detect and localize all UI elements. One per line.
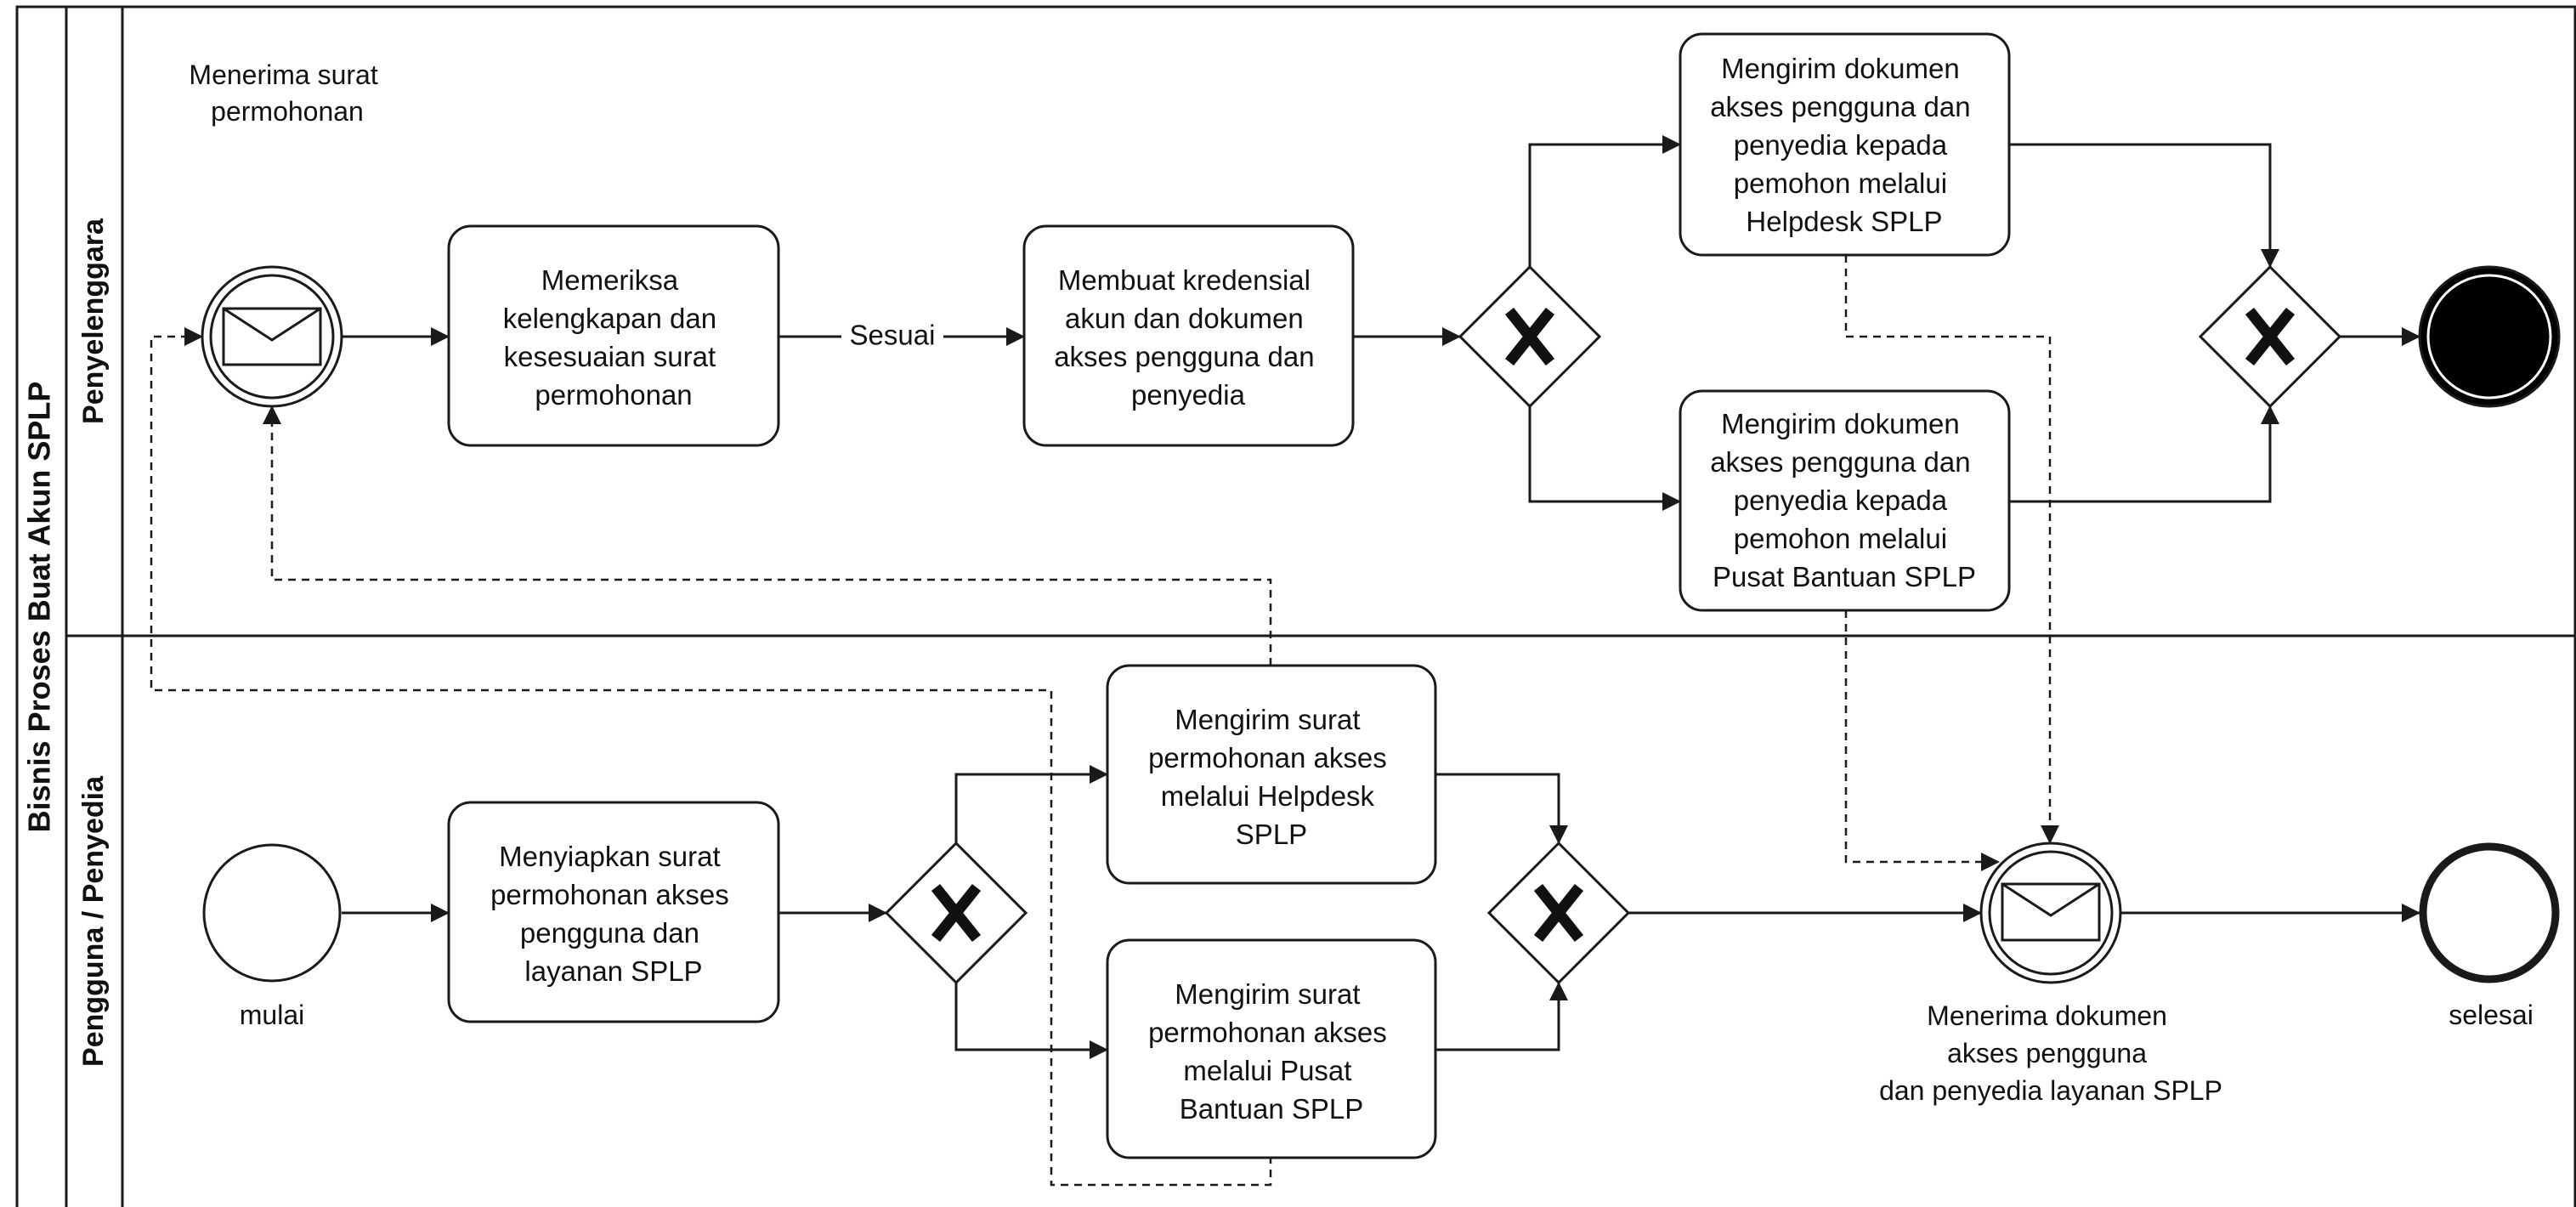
start-event[interactable] (202, 843, 342, 983)
task-prepare-letter-label: Menyiapkan surat permohonan akses penggu… (490, 841, 737, 987)
message-flow-letter-helpdesk[interactable] (263, 405, 1272, 666)
task-send-letter-helpdesk-label: Mengirim surat permohonan akses melalui … (1148, 704, 1395, 850)
task-create-credentials-label: Membuat kredensial akun dan dokumen akse… (1054, 264, 1322, 411)
task-create-credentials[interactable] (1022, 224, 1355, 447)
task-send-docs-pusat-label: Mengirim dokumen akses pengguna dan peny… (1710, 408, 1979, 592)
envelope-icon (2001, 882, 2101, 942)
end-event-inner (2426, 274, 2552, 400)
envelope-icon (222, 307, 322, 366)
task-send-letter-pusat-label: Mengirim surat permohonan akses melalui … (1148, 978, 1395, 1125)
flow-label-sesuai: Sesuai (850, 320, 936, 351)
pool-title: Bisnis Proses Buat Akun SPLP (22, 382, 57, 833)
pool-border (15, 5, 2576, 1207)
gateway-split-bottom[interactable] (884, 841, 1028, 985)
message-flow-letter-pusat[interactable] (150, 327, 1272, 1187)
message-flow-docs-pusat[interactable] (1844, 610, 2000, 871)
end-event-bottom-label: selesai (2449, 1000, 2534, 1030)
flow-letter-helpdesk-to-merge[interactable] (1435, 773, 1568, 844)
start-event-label: mulai (240, 1000, 304, 1030)
event-receive-letter-label: Menerima surat permohonan (189, 60, 385, 127)
exclusive-x-icon (931, 883, 982, 943)
pool (15, 5, 2576, 1207)
flow-gateway-to-helpdesk[interactable] (1528, 135, 1681, 267)
event-inner-ring (1988, 850, 2114, 976)
task-send-docs-helpdesk-label: Mengirim dokumen akses pengguna dan peny… (1710, 53, 1979, 237)
sesuai-label-bg (841, 323, 943, 352)
end-event-top[interactable] (2418, 265, 2561, 408)
lane-label-pengguna-penyedia: Pengguna / Penyedia (77, 775, 110, 1067)
exclusive-x-icon (1533, 883, 1584, 943)
gateway-split-top[interactable] (1458, 264, 1602, 409)
lane-label-penyelenggara: Penyelenggara (77, 218, 110, 424)
gateway-merge-bottom[interactable] (1486, 841, 1631, 985)
exclusive-x-icon (2245, 307, 2296, 366)
task-check-application-label: Memeriksa kelengkapan dan kesesuaian sur… (503, 264, 725, 411)
exclusive-x-icon (1504, 307, 1555, 366)
message-flows (150, 255, 2059, 1187)
flow-gateway-to-pusat[interactable] (1528, 406, 1681, 511)
task-send-letter-helpdesk[interactable] (1106, 664, 1437, 885)
event-receive-letter[interactable] (201, 265, 343, 408)
end-event-bottom[interactable] (2419, 842, 2560, 983)
flow-gateway-to-letter-helpdesk[interactable] (954, 765, 1108, 843)
event-receive-documents-label: Menerima dokumen akses pengguna dan peny… (1879, 1000, 2222, 1106)
gateway-merge-top[interactable] (2198, 264, 2342, 409)
task-send-letter-pusat[interactable] (1106, 938, 1437, 1159)
event-receive-documents[interactable] (1979, 842, 2122, 984)
message-flow-docs-helpdesk[interactable] (1844, 255, 2059, 844)
flow-pusat-to-merge[interactable] (2009, 405, 2279, 503)
flow-gateway-to-letter-pusat[interactable] (954, 983, 1108, 1059)
flow-helpdesk-to-merge[interactable] (2009, 143, 2279, 268)
task-prepare-letter[interactable] (447, 801, 780, 1023)
task-send-docs-pusat[interactable] (1679, 389, 2011, 612)
event-inner-ring (209, 274, 335, 400)
flow-letter-pusat-to-merge[interactable] (1435, 982, 1568, 1051)
task-send-docs-helpdesk[interactable] (1679, 32, 2011, 257)
task-check-application[interactable] (447, 224, 780, 447)
